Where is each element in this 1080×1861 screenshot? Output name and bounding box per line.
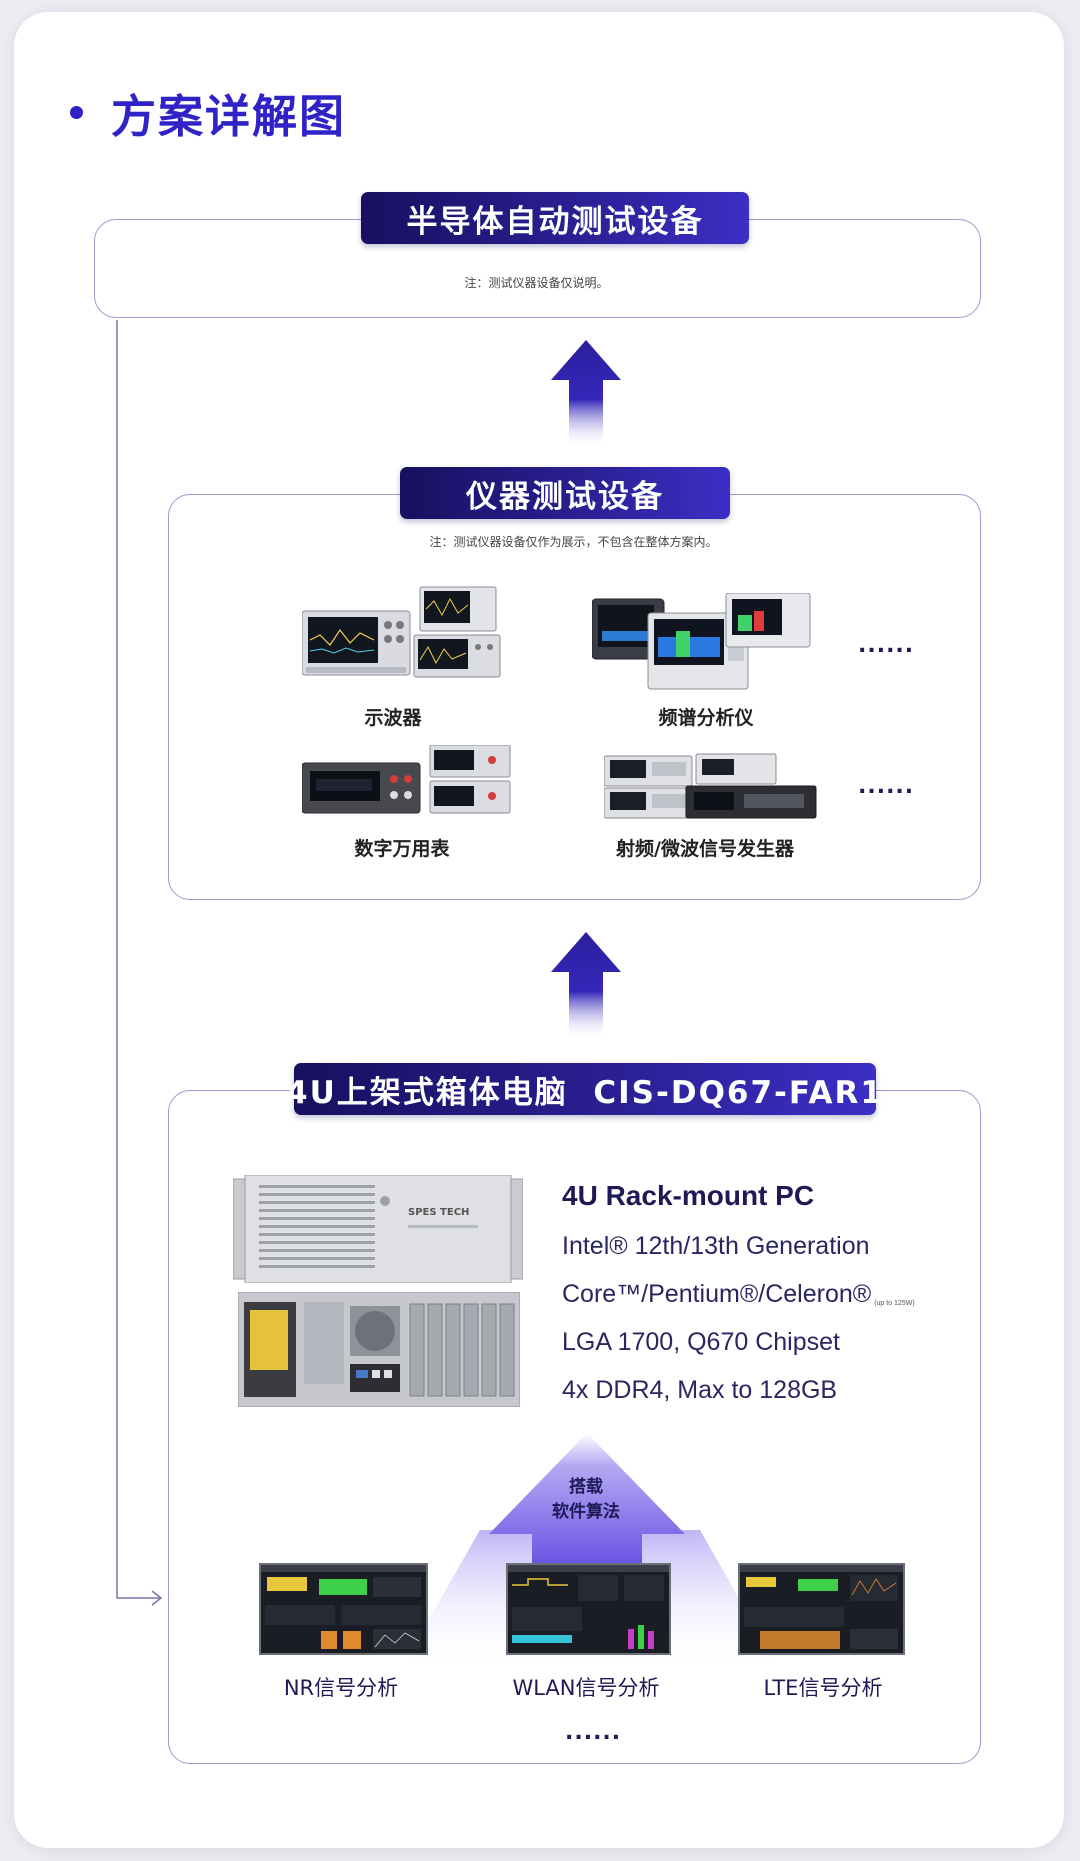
multimeter-image <box>302 745 511 814</box>
spectrum-analyzer-image <box>592 593 811 690</box>
middle-section-note: 注：测试仪器设备仅作为展示，不包含在整体方案内。 <box>429 535 718 549</box>
wlan-analysis-graphic <box>508 1565 669 1649</box>
bullet-dot <box>70 105 83 119</box>
middle-section-title: 仪器测试设备 <box>400 467 730 519</box>
lte-analysis-graphic <box>740 1565 903 1649</box>
lte-analysis-screenshot <box>738 1563 905 1655</box>
category-rf-signal-generator: 射频/微波信号发生器 <box>616 838 794 860</box>
rack-pc-brand: SPES TECH <box>408 1207 469 1218</box>
top-section-note: 注：测试仪器设备仅说明。 <box>464 276 609 290</box>
wlan-analysis-screenshot <box>506 1563 671 1655</box>
arrow-up-icon <box>551 932 621 1040</box>
software-more-ellipsis: ...... <box>565 1720 622 1745</box>
category-digital-multimeter: 数字万用表 <box>354 838 450 860</box>
top-section-title: 半导体自动测试设备 <box>361 192 749 244</box>
category-spectrum-analyzer: 频谱分析仪 <box>658 707 754 729</box>
rack-pc-rear-image <box>238 1292 520 1407</box>
spec-line-3: LGA 1700, Q670 Chipset <box>562 1328 840 1356</box>
signal-generator-image <box>604 753 817 819</box>
spec-title: 4U Rack-mount PC <box>562 1180 815 1211</box>
bottom-section-title: 4U上架式箱体电脑 CIS-DQ67-FAR1 <box>286 1063 882 1115</box>
spec-line-1: Intel® 12th/13th Generation <box>562 1232 870 1260</box>
software-nr-label: NR信号分析 <box>283 1676 399 1700</box>
spec-line-2-row: Core™/Pentium®/Celeron®(up to 125W) <box>562 1280 915 1309</box>
software-wlan-label: WLAN信号分析 <box>512 1676 660 1700</box>
nr-analysis-graphic <box>261 1565 426 1649</box>
spec-tdp-note: (up to 125W) <box>874 1300 915 1307</box>
heading-text: 方案详解图 <box>111 89 347 143</box>
oscilloscope-image <box>302 586 501 678</box>
rack-pc-front-image: SPES TECH <box>233 1175 523 1283</box>
instrument-more-ellipsis-2: ...... <box>858 774 915 799</box>
software-label: 搭载 软件算法 <box>541 1475 631 1525</box>
spec-line-4: 4x DDR4, Max to 128GB <box>562 1376 838 1404</box>
spec-line-2: Core™/Pentium®/Celeron® <box>562 1280 872 1308</box>
nr-analysis-screenshot <box>259 1563 428 1655</box>
software-lte-label: LTE信号分析 <box>763 1676 883 1700</box>
software-label-line-1: 搭载 <box>569 1477 603 1497</box>
software-label-line-2: 软件算法 <box>552 1502 620 1522</box>
instrument-more-ellipsis-1: ...... <box>858 633 915 658</box>
arrow-up-icon <box>551 340 621 448</box>
middle-section-box <box>168 494 981 900</box>
section-heading: 方案详解图 <box>70 82 347 143</box>
category-oscilloscope: 示波器 <box>364 707 422 729</box>
